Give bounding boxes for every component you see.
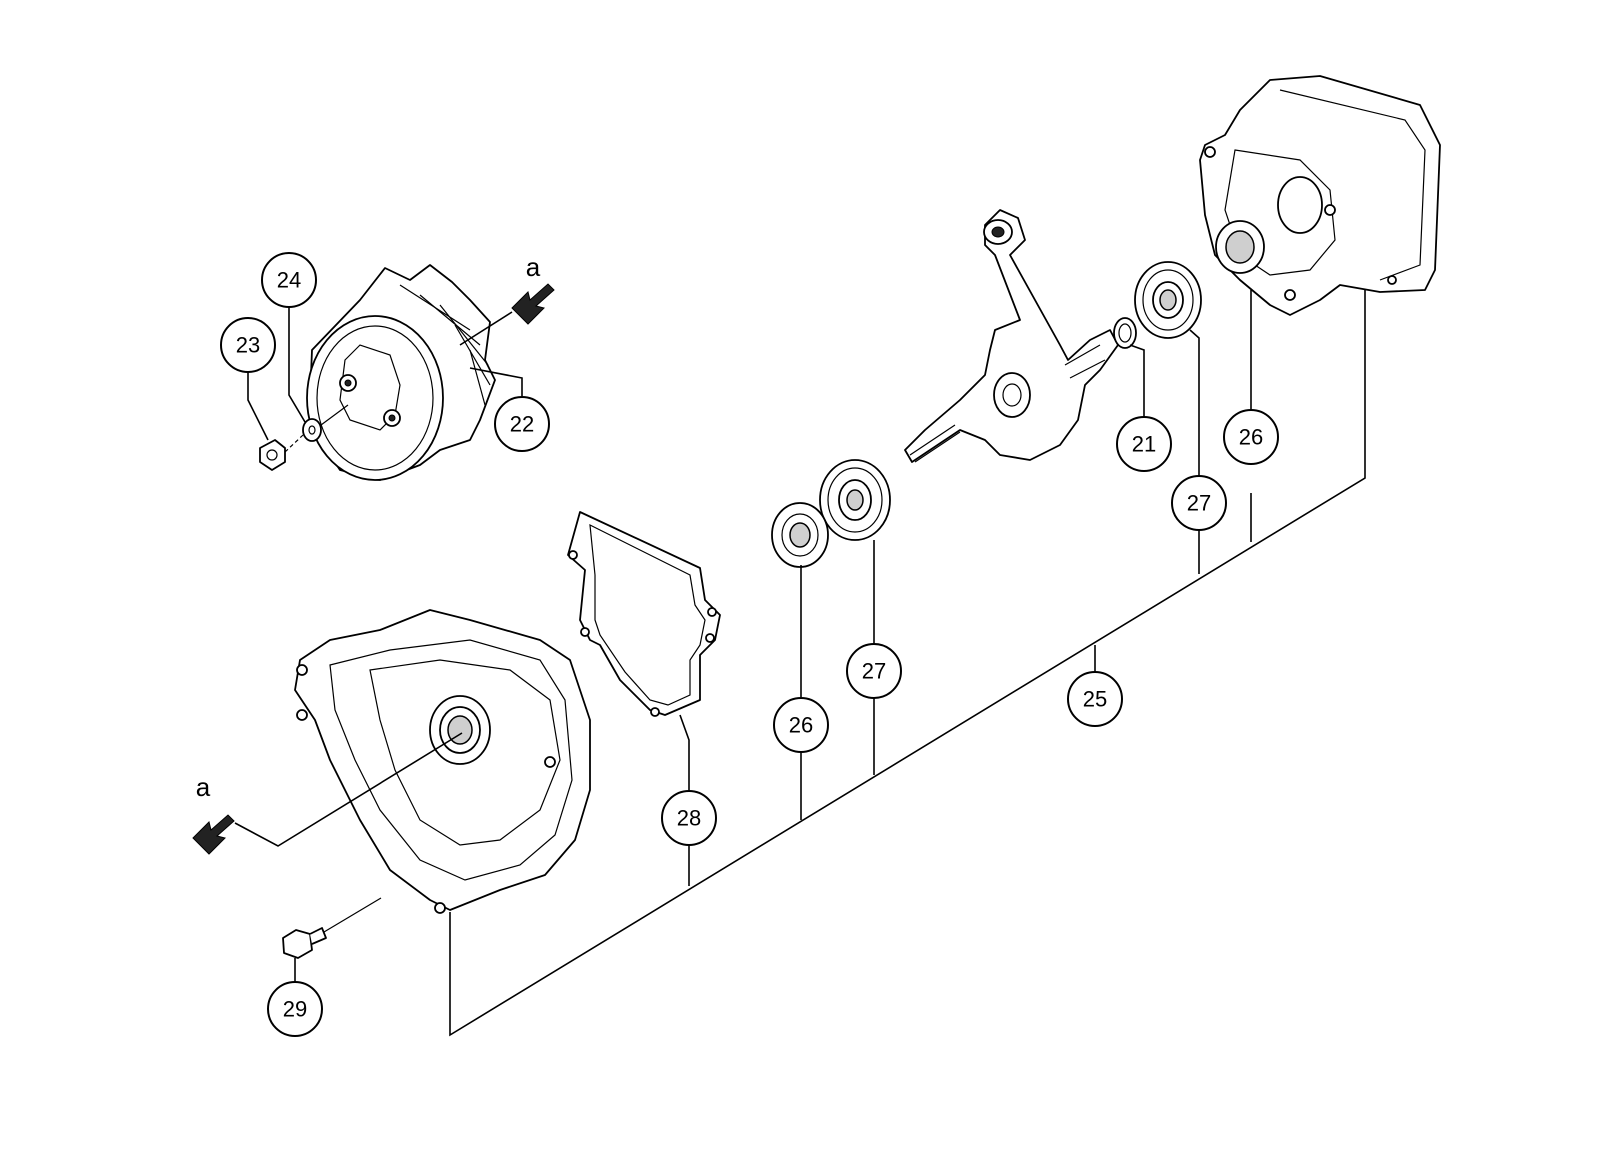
callout-24: 24	[261, 252, 317, 308]
callout-26-right: 26	[1223, 409, 1279, 465]
washer	[302, 418, 322, 442]
callout-26-right-label: 26	[1239, 425, 1263, 450]
callout-22-label: 22	[510, 412, 534, 437]
direction-arrow-lower: a	[192, 772, 235, 855]
callout-27-left: 27	[846, 643, 902, 699]
nut	[259, 439, 286, 471]
bearing-right	[1134, 261, 1202, 339]
crankcase-left-half	[294, 609, 591, 914]
oil-seal-ring	[1113, 317, 1137, 349]
crankshaft	[904, 209, 1119, 463]
callout-21: 21	[1116, 416, 1172, 472]
callout-26-left-label: 26	[789, 713, 813, 738]
callout-25-label: 25	[1083, 687, 1107, 712]
gasket	[567, 511, 721, 717]
callout-22: 22	[494, 396, 550, 452]
bearing-left	[819, 459, 891, 541]
callout-27-right: 27	[1171, 475, 1227, 531]
callout-27-left-label: 27	[862, 659, 886, 684]
callout-25: 25	[1067, 671, 1123, 727]
direction-arrow-upper: a	[511, 252, 555, 325]
callout-21-label: 21	[1132, 432, 1156, 457]
callout-28: 28	[661, 790, 717, 846]
callout-23: 23	[220, 317, 276, 373]
seal-left	[771, 502, 829, 568]
crankcase-right-half	[1199, 75, 1441, 316]
flywheel	[306, 264, 496, 481]
callout-27-right-label: 27	[1187, 491, 1211, 516]
leader-lines	[247, 290, 1366, 1037]
callout-29: 29	[267, 981, 323, 1037]
callout-26-left: 26	[773, 697, 829, 753]
screw	[282, 927, 327, 959]
callout-23-label: 23	[236, 333, 260, 358]
callout-24-label: 24	[277, 268, 301, 293]
arrow-label-upper: a	[526, 252, 541, 282]
callout-28-label: 28	[677, 806, 701, 831]
callout-29-label: 29	[283, 997, 307, 1022]
arrow-label-lower: a	[196, 772, 211, 802]
